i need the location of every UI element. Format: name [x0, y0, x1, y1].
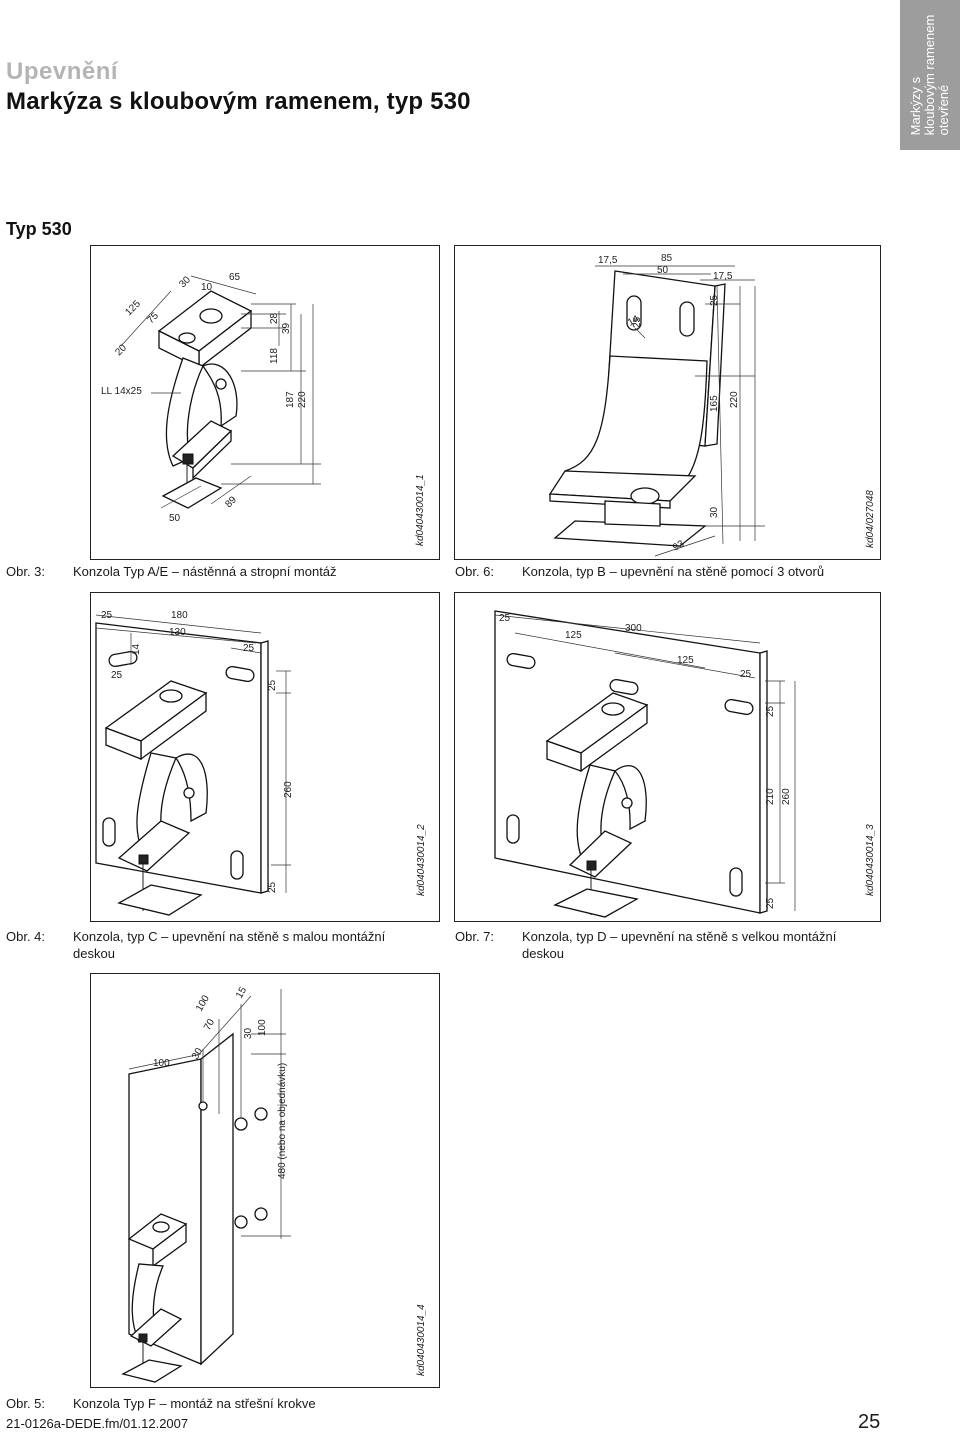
figure-5-caption: Obr. 5: Konzola Typ F – montáž na střešn… — [6, 1395, 436, 1415]
svg-text:14: 14 — [131, 643, 142, 655]
svg-text:25: 25 — [765, 897, 776, 909]
svg-text:100: 100 — [153, 1058, 170, 1069]
svg-text:300: 300 — [625, 623, 642, 634]
svg-text:30: 30 — [243, 1027, 254, 1039]
figure-5-drawing: 100 100 15 70 30 30 100 480 (nebo na obj… — [121, 985, 291, 1383]
svg-text:50: 50 — [169, 513, 181, 524]
figure-5-panel: 100 100 15 70 30 30 100 480 (nebo na obj… — [90, 973, 440, 1388]
svg-text:260: 260 — [781, 788, 792, 805]
figure-3-ref: kd040430014_1 — [415, 474, 426, 546]
svg-text:25: 25 — [740, 669, 752, 680]
figure-3-panel: 125 75 30 10 65 20 28 39 118 187 220 LL … — [90, 245, 440, 560]
svg-text:100: 100 — [257, 1019, 268, 1036]
svg-text:125: 125 — [565, 630, 582, 641]
svg-text:187: 187 — [285, 391, 296, 408]
figure-4-caption: Obr. 4: Konzola, typ C – upevnění na stě… — [6, 928, 436, 968]
svg-text:25: 25 — [765, 705, 776, 717]
figure-6-number: Obr. 6: — [455, 564, 495, 579]
svg-text:15: 15 — [234, 985, 249, 1001]
svg-text:25: 25 — [709, 294, 720, 306]
svg-text:25: 25 — [243, 643, 255, 654]
figure-7-caption: Obr. 7: Konzola, typ D – upevnění na stě… — [455, 928, 885, 968]
svg-text:25: 25 — [267, 881, 278, 893]
figure-6-panel: 17,5 85 50 17,5 25 25 14 165 220 30 93 k… — [454, 245, 881, 560]
svg-text:17,5: 17,5 — [598, 255, 618, 266]
section-title: Upevnění — [6, 58, 119, 85]
svg-text:25: 25 — [632, 316, 643, 328]
figure-7-number: Obr. 7: — [455, 929, 495, 944]
svg-text:20: 20 — [113, 342, 129, 358]
svg-text:28: 28 — [269, 312, 280, 324]
figure-7-caption-text: Konzola, typ D – upevnění na stěně s vel… — [522, 929, 837, 961]
figure-7-ref: kd040430014_3 — [865, 824, 876, 896]
svg-text:165: 165 — [709, 395, 720, 412]
svg-text:480 (nebo na objednávku): 480 (nebo na objednávku) — [277, 1063, 288, 1179]
svg-text:85: 85 — [661, 253, 673, 264]
svg-text:39: 39 — [281, 322, 292, 334]
figure-4-caption-text: Konzola, typ C – upevnění na stěně s mal… — [73, 929, 386, 961]
svg-text:30: 30 — [177, 274, 193, 290]
svg-text:25: 25 — [111, 670, 123, 681]
svg-text:10: 10 — [201, 282, 213, 293]
footer-doc-id: 21-0126a-DEDE.fm/01.12.2007 — [6, 1416, 189, 1431]
figure-3-drawing: 125 75 30 10 65 20 28 39 118 187 220 LL … — [101, 272, 321, 524]
svg-text:70: 70 — [202, 1017, 217, 1033]
figure-3-number: Obr. 3: — [6, 564, 46, 579]
svg-text:260: 260 — [283, 781, 294, 798]
figure-3-caption-text: Konzola Typ A/E – nástěnná a stropní mon… — [73, 564, 337, 579]
figure-6-ref: kd04/027048 — [865, 490, 876, 548]
side-tab: Markýzy s kloubovým ramenem otevřené — [900, 0, 960, 150]
side-tab-line-1: Markýzy s — [908, 76, 923, 136]
svg-text:89: 89 — [223, 494, 239, 510]
side-tab-label: Markýzy s kloubovým ramenem otevřené — [908, 14, 951, 136]
figure-6-caption-text: Konzola, typ B – upevnění na stěně pomoc… — [522, 564, 825, 579]
figure-7-panel: 25 300 125 125 25 25 210 260 25 kd040430… — [454, 592, 881, 922]
figure-6-caption: Obr. 6: Konzola, typ B – upevnění na stě… — [455, 563, 885, 583]
dim-125: 125 — [123, 298, 143, 318]
svg-text:50: 50 — [657, 265, 669, 276]
svg-text:220: 220 — [729, 391, 740, 408]
svg-text:130: 130 — [169, 627, 186, 638]
figure-4-ref: kd040430014_2 — [416, 824, 427, 896]
svg-text:125: 125 — [677, 655, 694, 666]
svg-text:220: 220 — [297, 391, 308, 408]
figure-6-drawing: 17,5 85 50 17,5 25 25 14 165 220 30 93 — [548, 253, 765, 557]
svg-text:93: 93 — [671, 538, 687, 553]
page-number: 25 — [858, 1411, 881, 1433]
svg-text:210: 210 — [765, 788, 776, 805]
svg-text:180: 180 — [171, 610, 188, 621]
svg-text:75: 75 — [145, 310, 161, 326]
figure-4-panel: 25 180 130 14 25 25 25 260 25 kd04043001… — [90, 592, 440, 922]
svg-text:30: 30 — [709, 506, 720, 518]
mounting-plate-large — [494, 610, 761, 914]
svg-text:14: 14 — [626, 313, 642, 328]
side-tab-line-2: kloubovým ramenem — [922, 14, 937, 136]
svg-text:25: 25 — [267, 679, 278, 691]
side-tab-line-3: otevřené — [936, 84, 951, 136]
svg-text:LL 14x25: LL 14x25 — [101, 386, 142, 397]
figure-5-ref: kd040430014_4 — [416, 1304, 427, 1376]
svg-text:25: 25 — [101, 610, 113, 621]
svg-text:65: 65 — [229, 272, 241, 283]
svg-text:118: 118 — [269, 348, 280, 364]
figure-5-number: Obr. 5: — [6, 1396, 46, 1411]
figure-5-caption-text: Konzola Typ F – montáž na střešní krokve — [73, 1396, 316, 1411]
figure-4-number: Obr. 4: — [6, 929, 46, 944]
svg-text:30: 30 — [190, 1046, 205, 1062]
svg-text:17,5: 17,5 — [713, 271, 733, 282]
figure-4-drawing: 25 180 130 14 25 25 25 260 25 — [95, 610, 294, 916]
figure-7-drawing: 25 300 125 125 25 25 210 260 25 — [494, 610, 796, 918]
type-label: Typ 530 — [6, 219, 72, 239]
svg-text:100: 100 — [194, 993, 212, 1013]
figure-3-caption: Obr. 3: Konzola Typ A/E – nástěnná a str… — [6, 563, 426, 583]
page-title: Markýza s kloubovým ramenem, typ 530 — [6, 88, 471, 115]
svg-text:25: 25 — [499, 613, 511, 624]
